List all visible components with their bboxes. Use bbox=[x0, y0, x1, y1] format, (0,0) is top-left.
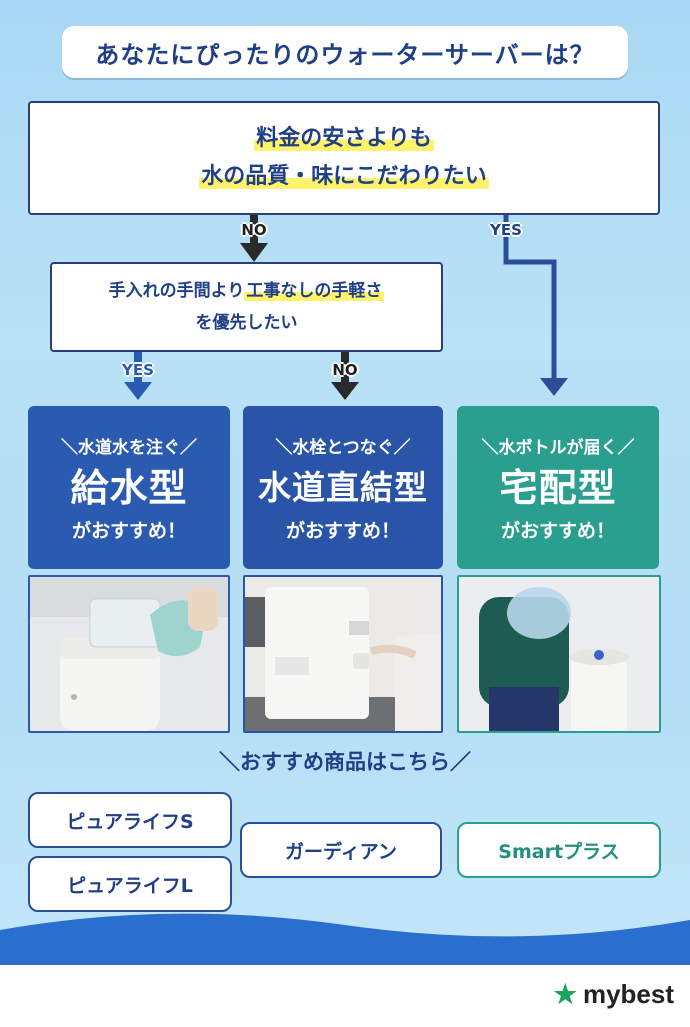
brand-name: mybest bbox=[582, 978, 674, 1009]
result-takuhai-sub: ＼水ボトルが届く／ bbox=[481, 437, 635, 458]
question-1-line-2: 水の品質・味にこだわりたい bbox=[199, 164, 489, 189]
result-kyusui: ＼水道水を注ぐ／ 給水型 がおすすめ！ bbox=[28, 406, 230, 569]
question-1-box: 料金の安さよりも 水の品質・味にこだわりたい bbox=[28, 101, 660, 215]
photo-suido-server bbox=[243, 575, 443, 733]
result-kyusui-tail: がおすすめ！ bbox=[71, 519, 186, 542]
product-purelife-s-button[interactable]: ピュアライフS bbox=[28, 792, 232, 848]
question-2-line-1b: 工事なしの手軽さ bbox=[244, 281, 385, 301]
q2-yes-arrowhead bbox=[124, 382, 152, 400]
q2-no-label: NO bbox=[332, 361, 358, 379]
result-suido-sub: ＼水栓とつなぐ／ bbox=[275, 437, 411, 458]
bottle-server-illustration bbox=[459, 577, 659, 731]
q1-yes-label: YES bbox=[490, 221, 522, 239]
q1-no-label: NO bbox=[241, 221, 267, 239]
product-purelife-l-button[interactable]: ピュアライフL bbox=[28, 856, 232, 912]
product-guardian-button[interactable]: ガーディアン bbox=[240, 822, 442, 878]
kettle-server-illustration bbox=[30, 577, 228, 731]
star-icon: ★ bbox=[553, 978, 577, 1009]
q1-no-arrowhead bbox=[240, 243, 268, 262]
brand-logo: ★ mybest bbox=[554, 979, 674, 1009]
infographic-canvas: あなたにぴったりのウォーターサーバーは？ 料金の安さよりも 水の品質・味にこだわ… bbox=[0, 0, 690, 965]
result-kyusui-sub: ＼水道水を注ぐ／ bbox=[61, 437, 197, 458]
result-suido-main: 水道直結型 bbox=[258, 467, 428, 507]
question-2-line-2: を優先したい bbox=[195, 313, 298, 333]
bottom-wave bbox=[0, 913, 690, 965]
result-suido-chokketsu: ＼水栓とつなぐ／ 水道直結型 がおすすめ！ bbox=[243, 406, 443, 569]
question-2-line-1a: 手入れの手間より bbox=[108, 281, 245, 301]
result-takuhai-main: 宅配型 bbox=[499, 465, 617, 510]
recommend-title: ＼おすすめ商品はこちら／ bbox=[219, 750, 471, 774]
q1-yes-arrowhead bbox=[540, 378, 568, 396]
photo-takuhai-server bbox=[457, 575, 661, 733]
result-takuhai: ＼水ボトルが届く／ 宅配型 がおすすめ！ bbox=[457, 406, 659, 569]
result-suido-tail: がおすすめ！ bbox=[285, 519, 400, 542]
page-title: あなたにぴったりのウォーターサーバーは？ bbox=[62, 26, 628, 78]
q2-yes-label: YES bbox=[122, 361, 154, 379]
q2-no-arrowhead bbox=[331, 382, 359, 400]
question-1-line-1: 料金の安さよりも bbox=[254, 126, 434, 151]
product-smartplus-button[interactable]: Smartプラス bbox=[457, 822, 661, 878]
q1-yes-path bbox=[503, 215, 557, 380]
photo-kyusui-server bbox=[28, 575, 230, 733]
result-takuhai-tail: がおすすめ！ bbox=[500, 519, 615, 542]
direct-server-illustration bbox=[245, 577, 441, 731]
question-2-box: 手入れの手間より工事なしの手軽さ を優先したい bbox=[50, 262, 443, 352]
result-kyusui-main: 給水型 bbox=[70, 465, 188, 510]
